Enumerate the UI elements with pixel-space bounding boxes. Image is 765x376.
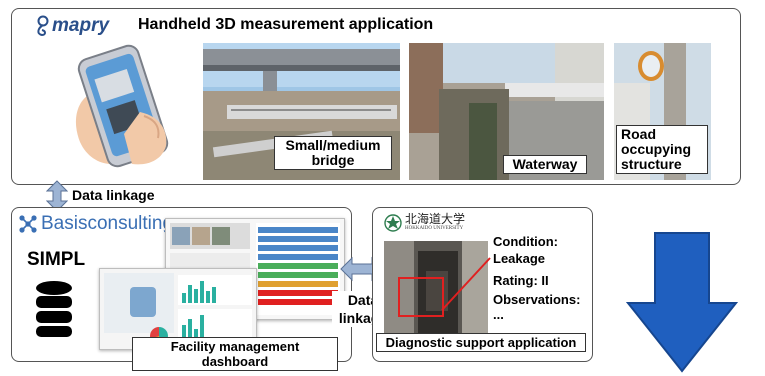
simpl-product-name: SIMPL bbox=[27, 249, 86, 270]
basisconsulting-logo-text: Basisconsulting bbox=[41, 213, 174, 234]
observations-label: Observations: bbox=[493, 292, 581, 307]
mapry-logo-icon bbox=[37, 15, 49, 37]
condition-label: Condition: bbox=[493, 234, 558, 249]
observations-value: ... bbox=[493, 307, 504, 322]
hokkaido-university-logo-jp: 北海道大学 bbox=[405, 212, 466, 226]
defect-pointer-line bbox=[441, 257, 491, 311]
bridge-caption: Small/medium bridge bbox=[274, 136, 392, 170]
dashboard-caption: Facility management dashboard bbox=[132, 337, 338, 371]
diagnostic-caption: Diagnostic support application bbox=[376, 333, 586, 352]
diagnostic-photo bbox=[384, 241, 488, 335]
data-linkage-label-top: Data linkage bbox=[72, 187, 155, 203]
database-icon bbox=[36, 281, 72, 337]
hokkaido-university-logo-en: HOKKAIDO UNIVERSITY bbox=[405, 226, 464, 231]
mapry-logo: mapry bbox=[34, 14, 109, 38]
top-panel-title: Handheld 3D measurement application bbox=[138, 16, 434, 33]
down-arrow-icon bbox=[626, 232, 738, 373]
mapry-logo-text: mapry bbox=[52, 15, 110, 36]
hokkaido-university-logo: 北海道大学 HOKKAIDO UNIVERSITY bbox=[384, 213, 465, 232]
defect-highlight-box bbox=[398, 277, 444, 317]
basisconsulting-logo-icon bbox=[19, 215, 37, 233]
condition-value: Leakage bbox=[493, 251, 546, 266]
phone-in-hand-illustration bbox=[70, 42, 182, 170]
hokkaido-university-logo-icon bbox=[384, 213, 402, 232]
rating-text: Rating: II bbox=[493, 273, 549, 288]
waterway-caption: Waterway bbox=[503, 155, 587, 174]
basisconsulting-logo: Basisconsulting bbox=[18, 213, 173, 235]
road-structure-caption: Road occupying structure bbox=[616, 125, 708, 174]
